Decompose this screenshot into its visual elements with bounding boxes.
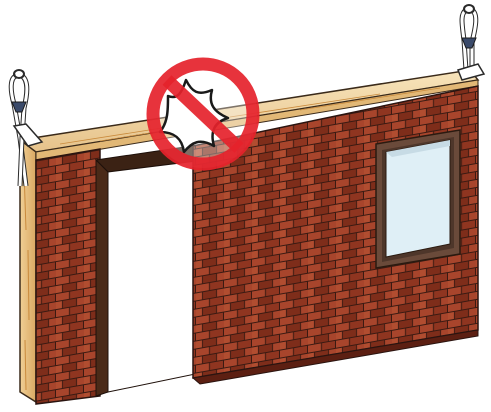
window: [376, 130, 460, 268]
door-opening: [96, 144, 205, 396]
right-sling-icon: [458, 5, 484, 80]
left-brick-section: [36, 149, 100, 404]
prohibition-sign-icon: [149, 60, 257, 168]
